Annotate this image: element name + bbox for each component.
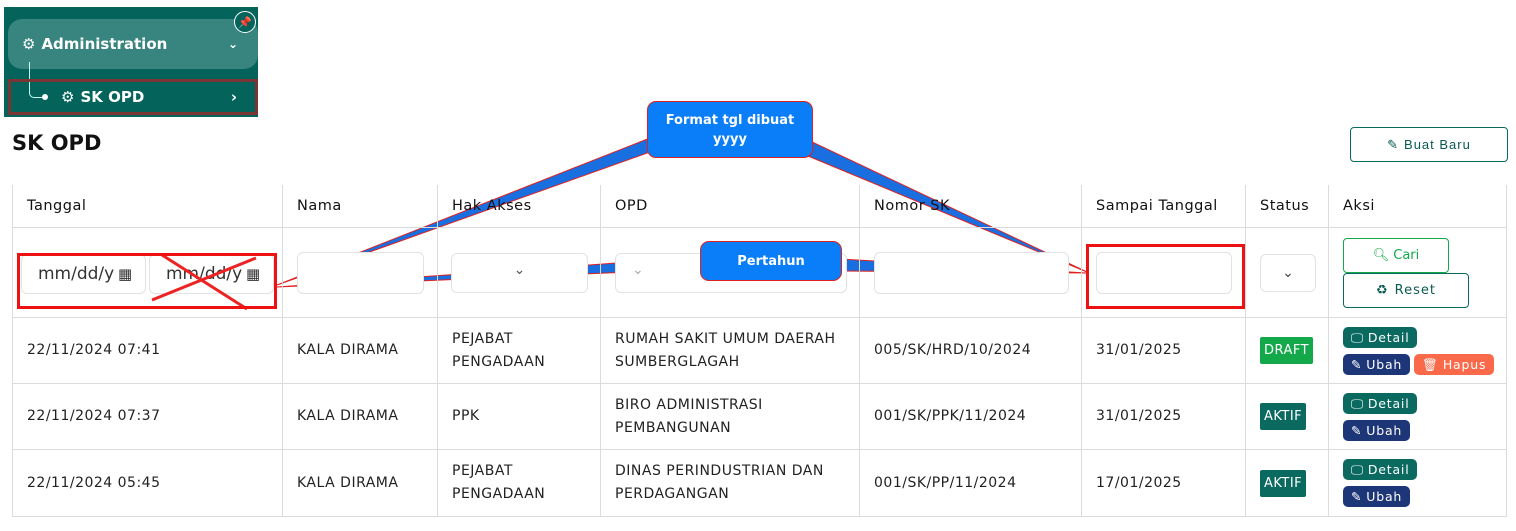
cell-tanggal: 22/11/2024 07:41: [12, 318, 283, 384]
monitor-icon: 🖵: [1351, 395, 1364, 411]
monitor-icon: 🖵: [1351, 462, 1364, 477]
cell-sampai: 31/01/2025: [1082, 384, 1246, 450]
status-badge: AKTIF: [1260, 403, 1307, 430]
cell-sampai: 17/01/2025: [1082, 450, 1246, 517]
actions-cell: 🖵Detail✎Ubah: [1329, 384, 1507, 450]
trash-icon: 🗑: [1422, 356, 1439, 372]
reset-label: Reset: [1394, 283, 1436, 298]
date-filter-input[interactable]: mm/dd/yyyy▦: [21, 254, 146, 294]
date-placeholder: mm/dd/yyyy: [38, 264, 114, 284]
cell-sampai: 31/01/2025: [1082, 318, 1246, 384]
ubah-button[interactable]: ✎Ubah: [1343, 419, 1411, 441]
status-badge: AKTIF: [1260, 469, 1307, 497]
action-label: Ubah: [1366, 422, 1403, 438]
status-cell: DRAFT: [1246, 318, 1329, 384]
status-badge: DRAFT: [1260, 337, 1314, 364]
cell-nama: KALA DIRAMA: [283, 384, 438, 450]
cell-hak-akses: PEJABAT PENGADAAN: [438, 318, 601, 384]
tree-dot: [42, 94, 48, 100]
hak-akses-select[interactable]: ⌄: [451, 253, 588, 293]
search-label: Cari: [1393, 248, 1420, 263]
column-header: Nama: [283, 185, 438, 228]
filter-cell: [438, 228, 601, 318]
submenu-sk-opd[interactable]: ⚙ SK OPD ›: [8, 79, 258, 115]
column-header: Tanggal: [12, 185, 283, 228]
cell-tanggal: 22/11/2024 05:45: [12, 450, 283, 517]
detail-button[interactable]: 🖵Detail: [1343, 326, 1418, 348]
action-label: Detail: [1367, 329, 1410, 345]
filter-cell: [1246, 228, 1329, 318]
column-header: Hak Akses: [438, 185, 601, 228]
action-label: Hapus: [1442, 356, 1487, 372]
nomor-sk-filter-input[interactable]: [874, 252, 1069, 294]
cell-hak-akses: PEJABAT PENGADAAN: [438, 450, 601, 517]
chevron-down-icon: ⌄: [227, 37, 238, 51]
edit-icon: ✎: [1351, 422, 1363, 438]
gears-icon: ⚙: [61, 88, 75, 106]
reset-button[interactable]: ♻ Reset: [1343, 273, 1469, 308]
action-label: Detail: [1367, 395, 1410, 411]
action-label: Detail: [1367, 462, 1410, 477]
cell-nama: KALA DIRAMA: [283, 450, 438, 517]
highlight-until-filter: [1086, 244, 1245, 309]
cell-nomor-sk: 001/SK/PPK/11/2024: [860, 384, 1082, 450]
callout-year: Pertahun: [700, 241, 842, 281]
filter-cell: [860, 228, 1082, 318]
filter-cell: [283, 228, 438, 318]
column-header: OPD: [601, 185, 860, 228]
actions-cell: 🖵Detail✎Ubah🗑Hapus: [1329, 318, 1507, 384]
column-header: Nomor SK: [860, 185, 1082, 228]
sampai-tanggal-filter-input[interactable]: [1096, 252, 1232, 294]
callout-format: Format tgl dibuat yyyy: [647, 101, 813, 158]
chevron-right-icon: ›: [230, 88, 237, 106]
menu-administration[interactable]: ⚙ Administration ⌄: [8, 19, 258, 69]
filter-cell: [1329, 228, 1507, 318]
edit-icon: ✎: [1351, 489, 1363, 504]
action-label: Ubah: [1366, 489, 1403, 504]
cell-nama: KALA DIRAMA: [283, 318, 438, 384]
cell-opd: RUMAH SAKIT UMUM DAERAH SUMBERGLAGAH: [601, 318, 860, 384]
filter-cell: [12, 228, 283, 318]
action-label: Ubah: [1366, 356, 1403, 372]
cell-opd: DINAS PERINDUSTRIAN DAN PERDAGANGAN: [601, 450, 860, 517]
search-button[interactable]: 🔍︎Cari: [1343, 238, 1449, 273]
cell-nomor-sk: 001/SK/PP/11/2024: [860, 450, 1082, 517]
monitor-icon: 🖵: [1351, 329, 1364, 345]
highlight-date-filter: [17, 253, 277, 309]
column-header: Aksi: [1329, 185, 1507, 228]
actions-cell: 🖵Detail ✎Ubah: [1329, 450, 1507, 517]
gears-icon: ⚙: [22, 35, 36, 53]
status-select[interactable]: ⌄: [1260, 254, 1316, 292]
filter-cell: [601, 228, 860, 318]
pencil-icon: ✎: [1387, 136, 1400, 152]
ubah-button[interactable]: ✎Ubah: [1343, 353, 1411, 375]
status-cell: AKTIF: [1246, 384, 1329, 450]
nama-filter-input[interactable]: [297, 252, 424, 294]
new-button[interactable]: ✎Buat Baru: [1350, 127, 1508, 162]
detail-button[interactable]: 🖵Detail: [1343, 459, 1418, 480]
cell-hak-akses: PPK: [438, 384, 601, 450]
cell-nomor-sk: 005/SK/HRD/10/2024: [860, 318, 1082, 384]
pin-icon[interactable]: 📌: [234, 11, 256, 33]
calendar-icon[interactable]: ▦: [118, 265, 133, 283]
recycle-icon: ♻: [1376, 283, 1389, 298]
cell-tanggal: 22/11/2024 07:37: [12, 384, 283, 450]
edit-icon: ✎: [1351, 356, 1363, 372]
page-title: SK OPD: [12, 131, 102, 155]
status-cell: AKTIF: [1246, 450, 1329, 517]
column-header: Status: [1246, 185, 1329, 228]
detail-button[interactable]: 🖵Detail: [1343, 392, 1418, 414]
column-header: Sampai Tanggal: [1082, 185, 1246, 228]
search-icon: 🔍︎: [1372, 248, 1390, 263]
filter-cell: [1082, 228, 1246, 318]
hapus-button[interactable]: 🗑Hapus: [1414, 353, 1495, 375]
sidebar: ⚙ Administration ⌄ 📌 ⚙ SK OPD ›: [4, 7, 258, 117]
cell-opd: BIRO ADMINISTRASI PEMBANGUNAN: [601, 384, 860, 450]
ubah-button[interactable]: ✎Ubah: [1343, 486, 1411, 507]
